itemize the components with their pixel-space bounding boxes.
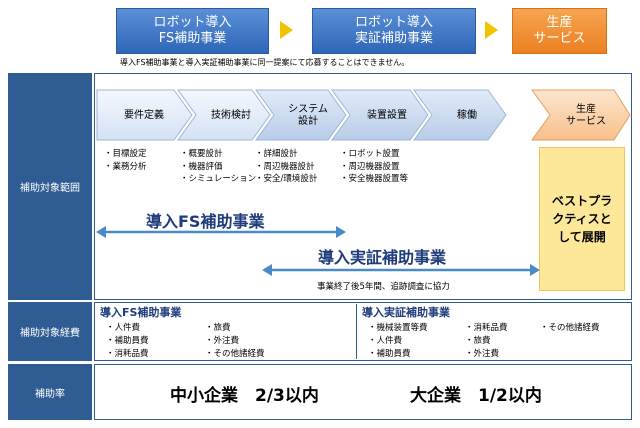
step-label: 生産 サービス: [566, 104, 606, 127]
step-label: 技術検討: [211, 110, 251, 121]
step-bullets: ・詳細設計 ・周辺機器設計 ・安全/環境設計: [255, 149, 318, 184]
expense-item: ・人件費: [368, 336, 403, 346]
step-bullets: ・概要設計 ・機器評価 ・シミュレーション: [180, 149, 257, 184]
step-label: 要件定義: [124, 110, 164, 121]
expenses-panel: [94, 302, 632, 361]
expenses-fs-title: 導入FS補助事業: [100, 306, 182, 319]
header-note: 導入FS補助事業と導入実証補助事業に同一提案にて応募することはできません。: [120, 58, 410, 67]
expenses-divider: [356, 304, 357, 359]
fs-header-box: ロボット導入 FS補助事業: [116, 8, 269, 54]
step-bullets: ・ロボット設置 ・周辺機器設置 ・安全機器設置等: [340, 149, 409, 184]
step-label: システム 設計: [288, 104, 328, 127]
production-header-box: 生産 サービス: [512, 8, 607, 54]
step-bullets: ・目標設定 ・業務分析: [104, 149, 147, 172]
chevron-step-2: [177, 89, 271, 141]
rate-panel: [94, 364, 632, 420]
step-label: 装置設置: [367, 110, 407, 121]
expense-item: ・機械装置等費: [368, 323, 428, 333]
expense-item: ・旅費: [205, 323, 231, 333]
scope-panel: [94, 73, 632, 300]
chevron-step-6: [531, 89, 631, 141]
followup-note: 事業終了後5年間、追跡調査に協力: [317, 282, 450, 292]
step-label: 稼働: [457, 110, 477, 121]
rate-large: 大企業 1/2以内: [410, 386, 542, 406]
jissho-span-arrow: [262, 264, 540, 276]
fs-span-arrow: [96, 226, 346, 238]
expense-item: ・外注費: [465, 349, 500, 359]
chevron-step-1: [96, 89, 193, 141]
rate-sme: 中小企業 2/3以内: [170, 386, 319, 406]
expense-item: ・消耗品費: [465, 323, 508, 333]
chevron-step-5: [413, 89, 507, 141]
jissho-span-title: 導入実証補助事業: [318, 248, 447, 267]
expense-item: ・旅費: [465, 336, 491, 346]
best-practice-box: ベストプラ クティスと して展開: [539, 147, 625, 291]
expense-item: ・補助員費: [106, 336, 149, 346]
jissho-header-box: ロボット導入 実証補助事業: [312, 8, 476, 54]
expense-item: ・人件費: [106, 323, 141, 333]
expense-item: ・その他諸経費: [205, 349, 265, 359]
chevron-step-3: [255, 89, 347, 141]
expense-item: ・外注費: [205, 336, 240, 346]
expense-item: ・消耗品費: [106, 349, 149, 359]
arrow-right-icon: [485, 21, 498, 39]
expense-item: ・補助員費: [368, 349, 411, 359]
process-chevrons: [96, 89, 631, 141]
arrow-right-icon: [280, 21, 293, 39]
expenses-jissho-title: 導入実証補助事業: [362, 306, 450, 319]
expense-item: ・その他諸経費: [540, 323, 600, 333]
row-label-rate: 補助率: [8, 364, 92, 420]
row-label-scope: 補助対象範囲: [8, 73, 92, 300]
row-label-expenses: 補助対象経費: [8, 302, 92, 361]
chevron-step-4: [331, 89, 429, 141]
fs-span-title: 導入FS補助事業: [146, 212, 265, 231]
